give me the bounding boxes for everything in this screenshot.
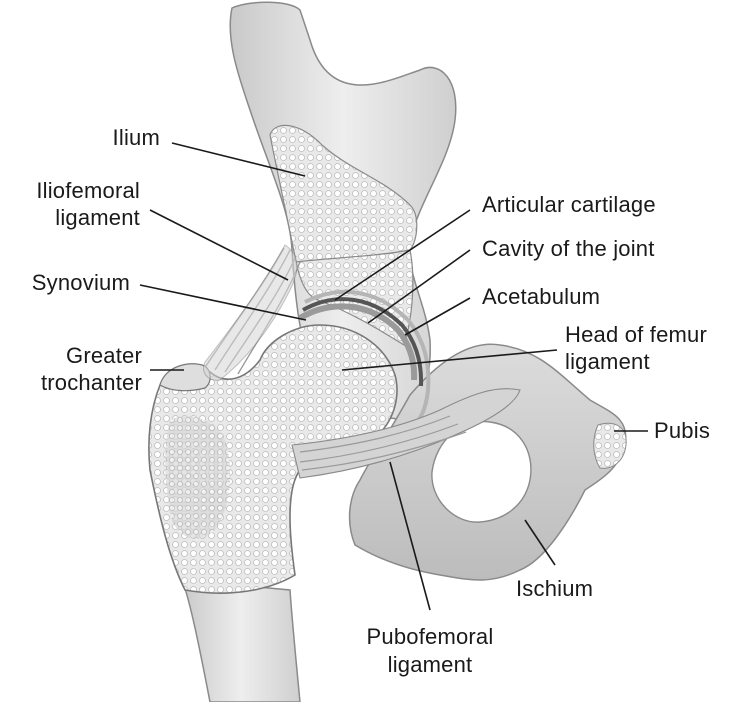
pubis-cut	[593, 422, 627, 469]
label-ilium: Ilium	[112, 125, 160, 150]
leader-ischium	[524, 519, 556, 566]
greater-trochanter	[159, 363, 211, 392]
leader-acetabulum	[404, 297, 471, 336]
femur-shaft	[180, 579, 301, 702]
label-greater-trochanter-line2: trochanter	[40, 370, 142, 395]
leader-head-ligament	[341, 349, 558, 371]
label-pubofemoral-line1: Pubofemoral	[366, 624, 494, 649]
leader-articular	[334, 209, 471, 301]
label-iliofemoral-line1: Iliofemoral	[36, 178, 140, 203]
label-cavity-of-joint: Cavity of the joint	[482, 236, 655, 261]
iliofemoral-ligament	[203, 244, 298, 381]
label-iliofemoral-line2: ligament	[55, 205, 140, 230]
acetabulum-rim	[304, 289, 431, 430]
pubofemoral-ligament-fibers	[299, 415, 467, 471]
label-pubofemoral-line2: ligament	[387, 652, 473, 677]
label-pubis: Pubis	[654, 418, 711, 443]
articular-cartilage	[298, 303, 418, 381]
pubofemoral-ligament	[291, 388, 521, 479]
femur-trabecular	[165, 416, 231, 539]
label-greater-trochanter-line1: Greater	[66, 343, 142, 368]
leader-synovium	[139, 284, 307, 321]
leader-ilium	[171, 142, 306, 177]
label-head-of-femur-line1: Head of femur	[565, 322, 708, 347]
leader-iliofemoral	[149, 209, 289, 281]
leader-pubofemoral	[389, 461, 431, 611]
leader-cavity	[367, 249, 471, 324]
label-synovium: Synovium	[31, 270, 130, 295]
label-articular-cartilage: Articular cartilage	[482, 192, 656, 217]
label-ischium: Ischium	[516, 576, 594, 601]
ilium-cut-section	[269, 124, 418, 263]
label-head-of-femur-line2: ligament	[565, 349, 650, 374]
label-acetabulum: Acetabulum	[482, 284, 601, 309]
